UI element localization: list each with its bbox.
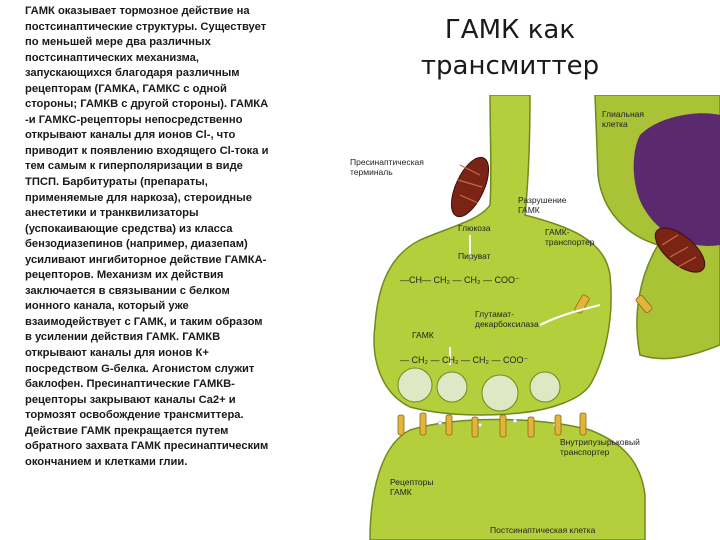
synaptic-vesicle (398, 368, 432, 402)
synaptic-vesicle (482, 375, 518, 411)
presynaptic-terminal (374, 95, 611, 415)
synaptic-vesicle (530, 372, 560, 402)
label-glucose: Глюкоза (458, 223, 491, 233)
label-postsynaptic-cell: Постсинаптическая клетка (490, 525, 596, 535)
glutamate-formula: —CH— CH₂ — CH₂ — COO⁻ (400, 275, 520, 285)
synaptic-vesicle (437, 372, 467, 402)
label-gaba: ГАМК (412, 330, 434, 340)
body-text: ГАМК оказывает тормозное действие на пос… (25, 4, 343, 470)
label-pyruvate: Пируват (458, 251, 491, 261)
slide-title: ГАМК как трансмиттер (400, 12, 620, 84)
gaba-formula: — CH₂ — CH₂ — CH₂ — COO⁻ (400, 355, 528, 365)
